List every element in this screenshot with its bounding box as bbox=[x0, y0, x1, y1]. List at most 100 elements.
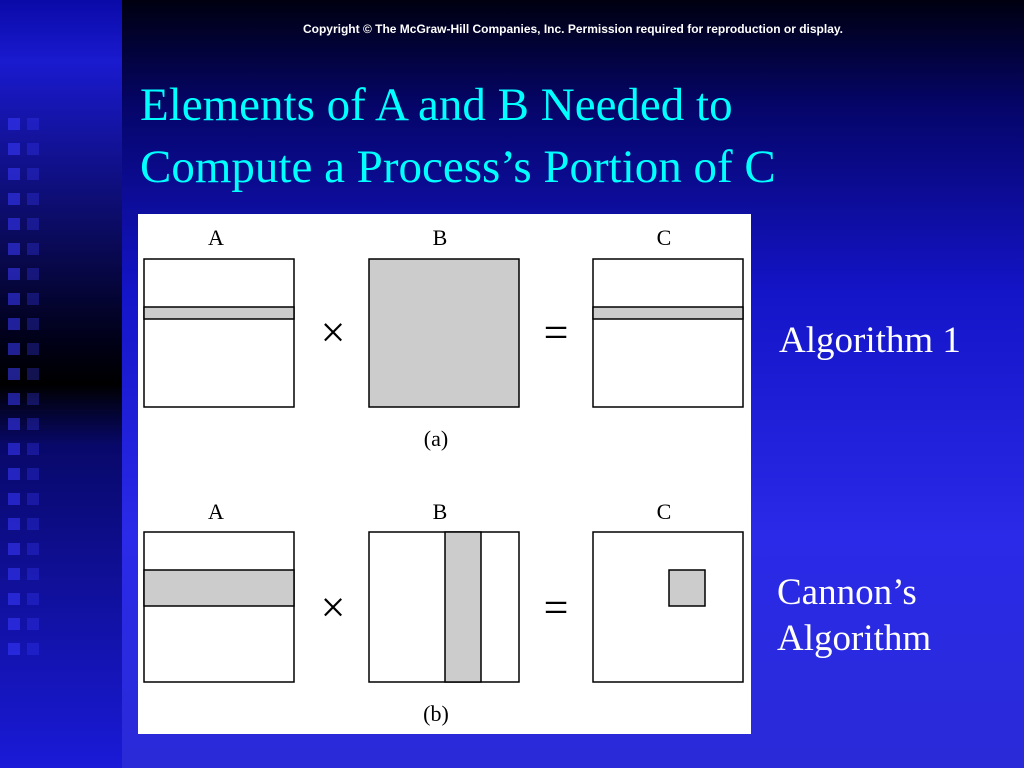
decorative-square-row bbox=[8, 143, 39, 155]
panel-a-label-b: B bbox=[433, 225, 448, 250]
decorative-square bbox=[27, 318, 39, 330]
decorative-square bbox=[8, 568, 20, 580]
panel-b-matrix-a bbox=[143, 531, 295, 683]
decorative-square-row bbox=[8, 593, 39, 605]
decorative-square bbox=[8, 343, 20, 355]
panel-b-matrix-b-column-block bbox=[444, 531, 482, 683]
decorative-square bbox=[8, 243, 20, 255]
decorative-square bbox=[27, 343, 39, 355]
decorative-square-row bbox=[8, 468, 39, 480]
decorative-square bbox=[8, 593, 20, 605]
decorative-square bbox=[27, 468, 39, 480]
cannon-algorithm-label: Cannon’s Algorithm bbox=[777, 570, 931, 662]
decorative-square bbox=[8, 418, 20, 430]
decorative-square bbox=[8, 143, 20, 155]
panel-a: A B C × = (a) bbox=[143, 225, 744, 451]
copyright-notice: Copyright © The McGraw-Hill Companies, I… bbox=[302, 22, 844, 36]
panel-a-times-sign: × bbox=[321, 308, 346, 357]
slide-title: Elements of A and B Needed to Compute a … bbox=[140, 74, 1000, 198]
decorative-square bbox=[27, 543, 39, 555]
decorative-square bbox=[8, 168, 20, 180]
panel-b-matrix-c bbox=[592, 531, 744, 683]
panel-b-caption: (b) bbox=[423, 701, 449, 726]
decorative-square bbox=[27, 418, 39, 430]
decorative-square bbox=[8, 193, 20, 205]
decorative-square bbox=[27, 243, 39, 255]
decorative-square-row bbox=[8, 543, 39, 555]
decorative-square bbox=[8, 268, 20, 280]
decorative-square bbox=[27, 193, 39, 205]
decorative-square bbox=[27, 443, 39, 455]
panel-a-label-c: C bbox=[657, 225, 672, 250]
matrix-diagram: A B C × = (a) A B C × = (b) bbox=[143, 225, 744, 726]
panel-b-matrix-a-row-block bbox=[143, 569, 295, 607]
decorative-square bbox=[27, 393, 39, 405]
decorative-square bbox=[27, 593, 39, 605]
decorative-square bbox=[8, 518, 20, 530]
decorative-square bbox=[8, 393, 20, 405]
panel-a-matrix-b bbox=[368, 258, 520, 408]
panel-a-label-a: A bbox=[208, 225, 224, 250]
decorative-square bbox=[27, 168, 39, 180]
decorative-square bbox=[8, 493, 20, 505]
panel-b-label-c: C bbox=[657, 499, 672, 524]
decorative-square bbox=[8, 443, 20, 455]
matrix-figure: A B C × = (a) A B C × = (b) bbox=[138, 214, 751, 734]
decorative-square bbox=[27, 118, 39, 130]
decorative-square-row bbox=[8, 393, 39, 405]
panel-b-matrix-c-block bbox=[668, 569, 706, 607]
decorative-square bbox=[8, 468, 20, 480]
panel-b: A B C × = (b) bbox=[143, 499, 744, 726]
decorative-square bbox=[8, 643, 20, 655]
panel-b-matrix-b bbox=[368, 531, 520, 683]
decorative-square-row bbox=[8, 118, 39, 130]
decorative-square-row bbox=[8, 193, 39, 205]
panel-a-matrix-c bbox=[592, 258, 744, 408]
decorative-square-row bbox=[8, 318, 39, 330]
decorative-square-row bbox=[8, 418, 39, 430]
decorative-square-row bbox=[8, 493, 39, 505]
decorative-square bbox=[8, 293, 20, 305]
panel-b-label-a: A bbox=[208, 499, 224, 524]
decorative-square bbox=[8, 118, 20, 130]
decorative-square-row bbox=[8, 443, 39, 455]
decorative-square bbox=[27, 618, 39, 630]
decorative-square-row bbox=[8, 643, 39, 655]
cannon-label-line-2: Algorithm bbox=[777, 618, 932, 659]
decorative-square-row bbox=[8, 518, 39, 530]
decorative-square-row bbox=[8, 268, 39, 280]
decorative-square-row bbox=[8, 168, 39, 180]
algorithm-1-label: Algorithm 1 bbox=[779, 320, 961, 361]
panel-a-matrix-a-row bbox=[143, 306, 295, 320]
decorative-square-row bbox=[8, 293, 39, 305]
decorative-square-row bbox=[8, 368, 39, 380]
decorative-square bbox=[8, 318, 20, 330]
decorative-square-row bbox=[8, 618, 39, 630]
decorative-square bbox=[27, 568, 39, 580]
decorative-square-row bbox=[8, 218, 39, 230]
decorative-square-row bbox=[8, 568, 39, 580]
panel-b-times-sign: × bbox=[321, 583, 346, 632]
decorative-square bbox=[27, 293, 39, 305]
panel-a-caption: (a) bbox=[424, 426, 448, 451]
decorative-square bbox=[27, 268, 39, 280]
decorative-squares bbox=[0, 118, 60, 658]
decorative-square bbox=[27, 643, 39, 655]
decorative-square-row bbox=[8, 343, 39, 355]
decorative-square bbox=[27, 518, 39, 530]
decorative-square bbox=[8, 368, 20, 380]
decorative-square bbox=[27, 493, 39, 505]
decorative-square bbox=[27, 368, 39, 380]
slide-title-line-1: Elements of A and B Needed to bbox=[140, 79, 733, 131]
decorative-square bbox=[8, 218, 20, 230]
decorative-square bbox=[27, 218, 39, 230]
left-decorative-strip bbox=[0, 0, 122, 768]
panel-b-equals-sign: = bbox=[544, 583, 569, 632]
panel-a-equals-sign: = bbox=[544, 308, 569, 357]
panel-b-label-b: B bbox=[433, 499, 448, 524]
slide-title-line-2: Compute a Process’s Portion of C bbox=[140, 141, 776, 193]
panel-a-matrix-a bbox=[143, 258, 295, 408]
decorative-square bbox=[8, 543, 20, 555]
decorative-square bbox=[27, 143, 39, 155]
decorative-square-row bbox=[8, 243, 39, 255]
